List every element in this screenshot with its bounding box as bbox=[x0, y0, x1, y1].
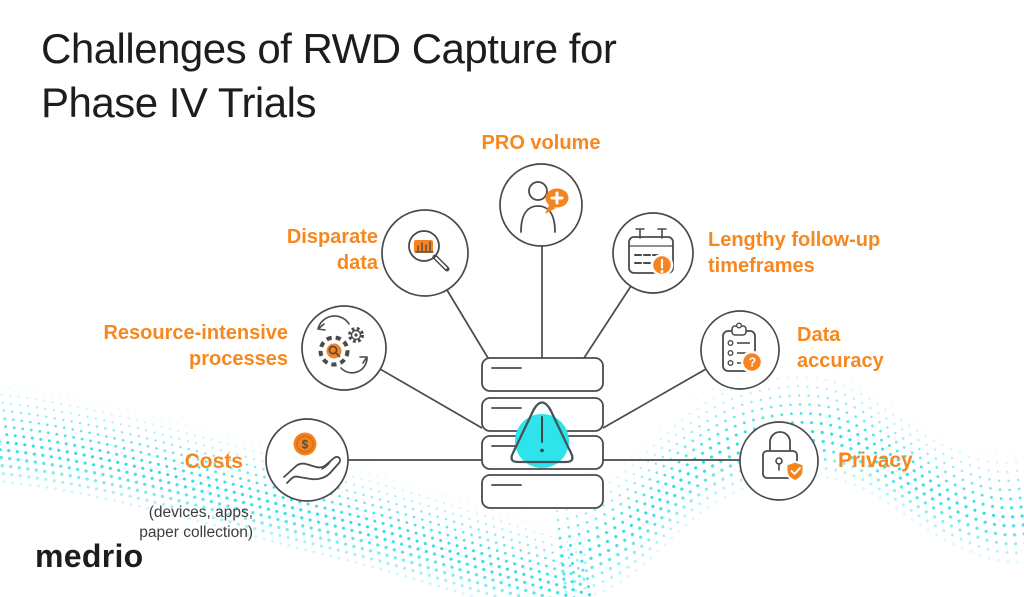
connector-disparate bbox=[446, 289, 489, 359]
label-disparate-data: Disparate data bbox=[286, 226, 378, 274]
svg-text:?: ? bbox=[749, 356, 757, 370]
label-pro-volume: PRO volume bbox=[481, 132, 601, 154]
connector-lengthy bbox=[583, 285, 632, 359]
page-title: Challenges of RWD Capture for Phase IV T… bbox=[41, 25, 617, 126]
pro-volume-circle bbox=[499, 163, 583, 247]
database-stack-icon bbox=[481, 357, 604, 509]
label-resource-intensive: Resource-intensive processes bbox=[103, 322, 288, 370]
label-privacy: Privacy bbox=[838, 449, 913, 472]
label-data-accuracy: Data accuracy bbox=[797, 324, 884, 372]
chart-magnifier-icon bbox=[408, 230, 450, 272]
label-costs-word: Costs bbox=[184, 450, 243, 473]
warning-triangle-icon bbox=[510, 401, 574, 468]
person-plus-icon bbox=[520, 181, 569, 233]
gears-icon bbox=[317, 315, 368, 374]
connector-lines bbox=[348, 246, 740, 461]
calendar-alert-icon bbox=[628, 228, 674, 277]
clipboard-question-icon: ? bbox=[722, 322, 764, 374]
connector-resource bbox=[379, 368, 483, 429]
label-costs-sublabel: (devices, apps, paper collection) bbox=[139, 504, 253, 541]
hand-coin-icon: $ bbox=[283, 432, 341, 484]
lock-shield-icon bbox=[762, 431, 805, 483]
costs-circle bbox=[265, 418, 349, 502]
connector-accuracy bbox=[602, 368, 707, 429]
database-layer bbox=[481, 357, 604, 392]
label-costs: Costs (devices, apps, paper collection) bbox=[139, 423, 253, 568]
medrio-logo: medrio bbox=[35, 538, 144, 574]
database-layer bbox=[481, 474, 604, 509]
svg-text:$: $ bbox=[302, 440, 309, 452]
label-lengthy-followup: Lengthy follow-up timeframes bbox=[708, 229, 881, 277]
